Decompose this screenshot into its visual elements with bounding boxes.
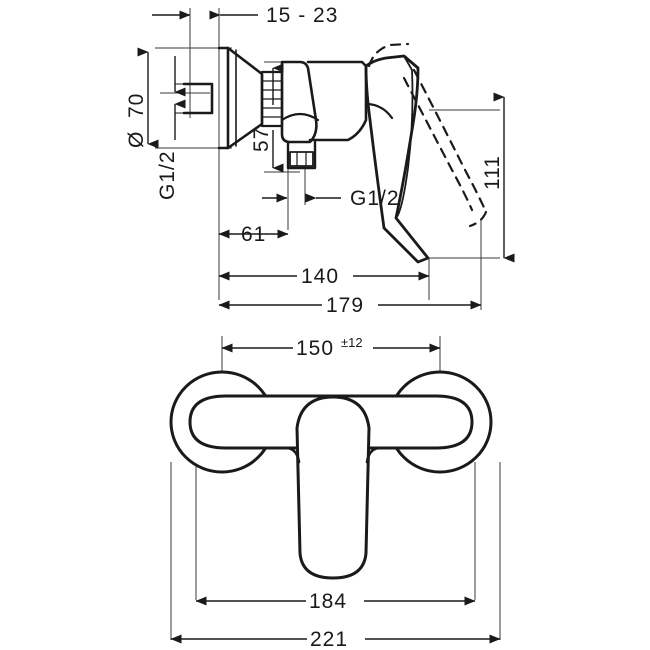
dim-d70-label: 70 [125,93,148,118]
escutcheon-back-plate [217,46,230,150]
dim-escutcheon-diameter: 70 Ø [125,47,186,149]
dim-111-label: 111 [481,155,504,190]
front-view: 150 ±12 184 221 [169,335,501,650]
dim-overall-width: 221 [170,627,501,650]
knurl-ridges [261,80,283,118]
lever-handle-edge [395,55,414,219]
dim-body-width: 184 [195,589,476,613]
side-view-extension-lines [155,8,500,310]
lever-handle [364,54,430,264]
valve-body-left [280,60,318,144]
dim-height-111: 111 [481,92,515,263]
side-view: 15 - 23 70 Ø G1/2 57 G1/2 111 [125,4,515,317]
dim-184-label: 184 [309,590,347,613]
dim-150-label-mask [293,336,373,358]
dim-179-label-mask [322,293,378,315]
wall-connector-nipple [182,82,214,115]
dim-depth-61: 61 [218,223,289,246]
front-view-extension-lines [170,336,501,640]
lever-handle-open-position [367,42,488,228]
lever-handle-underside [364,102,394,120]
dim-221-label: 221 [310,628,348,650]
dim-inlet-thread-label: G1/2 [156,150,179,200]
lever-fillet-right [365,446,381,464]
dim-centre-distance: 150 ±12 [221,335,441,360]
dim-221-label-mask [307,627,365,649]
valve-body-shoulder [280,112,320,122]
dim-depth-179: 179 [218,293,482,317]
dim-wall-offset-label: 15 - 23 [266,4,338,27]
dim-140-label-mask [297,264,353,286]
dim-outlet-thread-label: G1/2 [350,187,400,210]
dim-body-height: 57 [250,63,284,173]
side-view-geometry [174,42,488,264]
dim-wall-offset: 15 - 23 [152,4,338,27]
outlet-connector [286,140,317,170]
dim-184-label-mask [306,589,364,611]
dim-140-label: 140 [301,265,339,288]
dim-150-label: 150 [296,337,334,360]
outlet-thread-nut [289,151,314,167]
dim-d70-diameter-symbol: Ø [125,131,148,148]
dim-179-label: 179 [326,294,364,317]
lever-handle-front [295,395,371,580]
front-view-geometry [169,370,493,580]
dim-61-label: 61 [241,223,266,246]
dim-150-tolerance: ±12 [341,335,363,350]
dim-depth-140: 140 [218,264,430,288]
dim-outlet-thread: G1/2 [262,187,400,210]
lever-fillet-left [285,446,301,464]
dim-57-label: 57 [250,127,273,152]
